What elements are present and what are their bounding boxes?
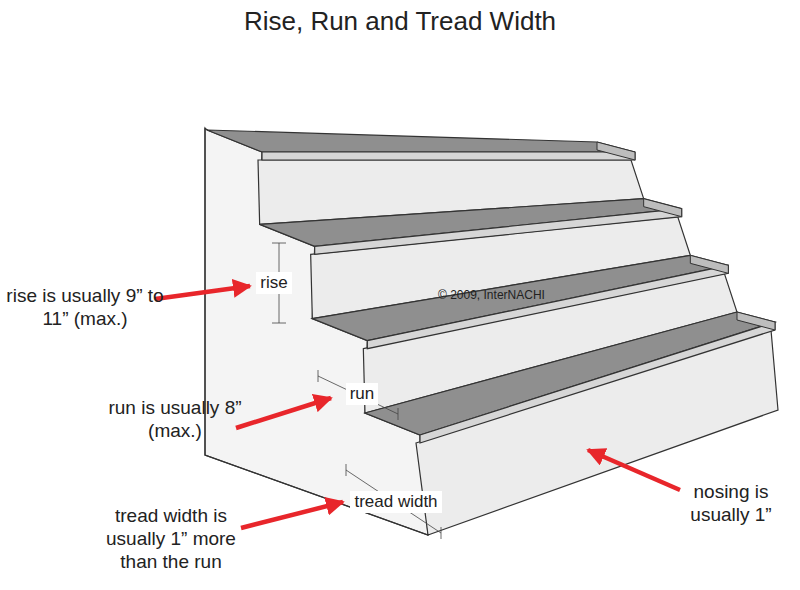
dimension-line	[318, 376, 398, 414]
rise-note: rise is usually 9” to 11” (max.)	[4, 285, 166, 331]
dimension-line	[346, 470, 441, 533]
dimension-tick	[346, 464, 347, 476]
callout-arrow	[241, 502, 343, 528]
wall-edge	[205, 128, 428, 535]
dimension-label: rise	[256, 272, 291, 294]
callout-arrow	[155, 286, 250, 299]
dimension-lines	[272, 243, 441, 539]
nosing-end	[597, 142, 635, 160]
nosing-end	[690, 255, 728, 273]
watermark: © 2009, InterNACHI	[438, 288, 545, 302]
tread-width-note: tread width is usually 1” more than the …	[96, 505, 246, 573]
tread	[207, 130, 635, 152]
tread	[312, 255, 728, 340]
dimension-tick	[441, 527, 442, 539]
dimension-tick	[318, 370, 319, 382]
run-note: run is usually 8” (max.)	[106, 397, 244, 443]
stair-drawing	[205, 128, 778, 535]
nosing-end	[737, 312, 775, 330]
nosing	[262, 152, 635, 160]
dimension-label: run	[346, 383, 379, 405]
title: Rise, Run and Tread Width	[244, 6, 556, 37]
callout-arrow	[588, 450, 680, 490]
nosing-end	[644, 199, 682, 217]
dimension-tick	[272, 243, 286, 244]
dimension-tick	[272, 323, 286, 324]
callout-arrow	[236, 398, 331, 428]
dimension-tick	[398, 408, 399, 420]
nosing	[420, 322, 775, 443]
nosing-note: nosing is usually 1”	[679, 481, 783, 527]
nosing	[315, 209, 682, 255]
nosing	[367, 265, 728, 348]
dimension-label: tread width	[350, 491, 441, 513]
